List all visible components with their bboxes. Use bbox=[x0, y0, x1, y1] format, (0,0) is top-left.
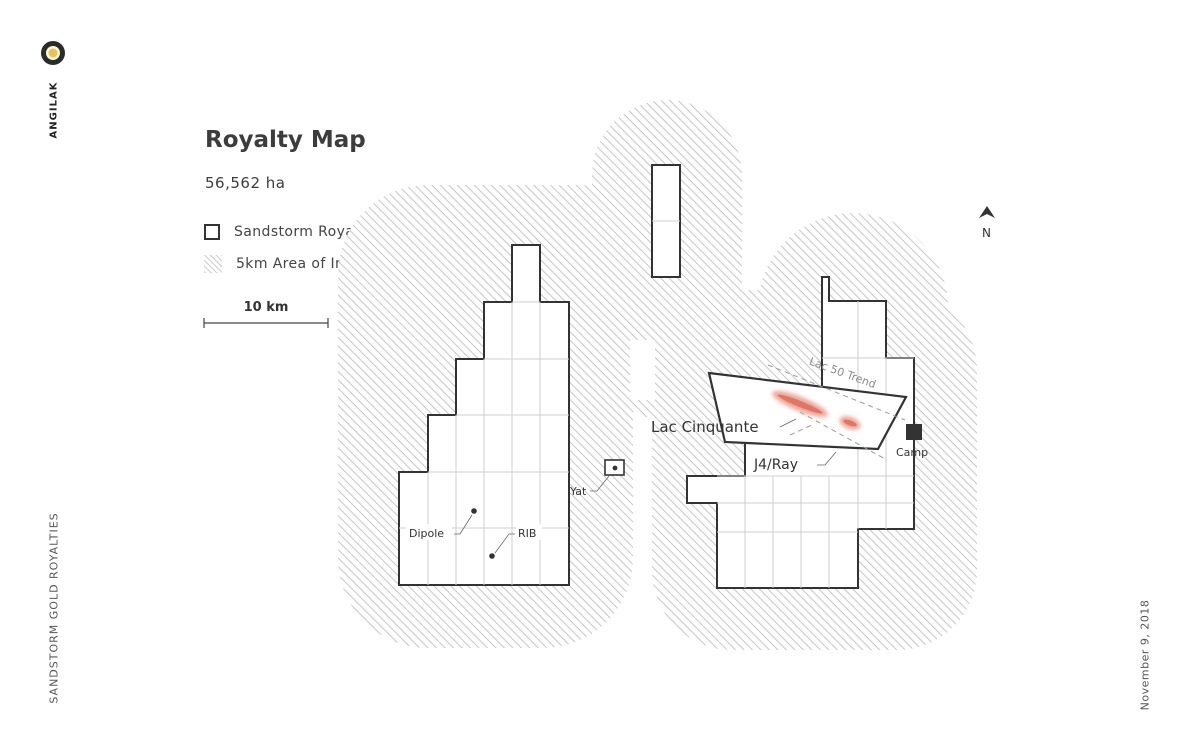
rib-point-icon bbox=[489, 553, 495, 559]
dipole-point-icon bbox=[471, 508, 477, 514]
angilak-logo-icon bbox=[41, 41, 65, 65]
lac-cinquante-label: Lac Cinquante bbox=[651, 418, 759, 436]
north-label: N bbox=[982, 226, 991, 240]
scale-label: 10 km bbox=[243, 300, 289, 315]
dipole-label: Dipole bbox=[409, 527, 444, 540]
north-arrow-icon bbox=[979, 206, 995, 218]
yat-claim bbox=[604, 459, 625, 476]
legend-item-royalty: Sandstorm Royalty bbox=[204, 222, 373, 242]
camp-label: Camp bbox=[896, 446, 928, 459]
yat-label: Yat bbox=[569, 485, 587, 498]
scale-bar bbox=[203, 318, 329, 328]
hatch-swatch-icon bbox=[204, 255, 222, 273]
legend-label-royalty: Sandstorm Royalty bbox=[234, 224, 374, 240]
rib-label: RIB bbox=[518, 527, 536, 540]
royalty-swatch-icon bbox=[204, 224, 220, 240]
camp-marker-icon bbox=[906, 424, 922, 440]
total-area: 56,562 ha bbox=[205, 174, 286, 192]
j4-ray-label: J4/Ray bbox=[753, 457, 798, 473]
claim-north bbox=[651, 164, 681, 278]
mineralization-anomaly-icon bbox=[772, 391, 861, 430]
page-title: Royalty Map bbox=[205, 127, 366, 153]
lac-cinquante-block bbox=[707, 364, 908, 461]
